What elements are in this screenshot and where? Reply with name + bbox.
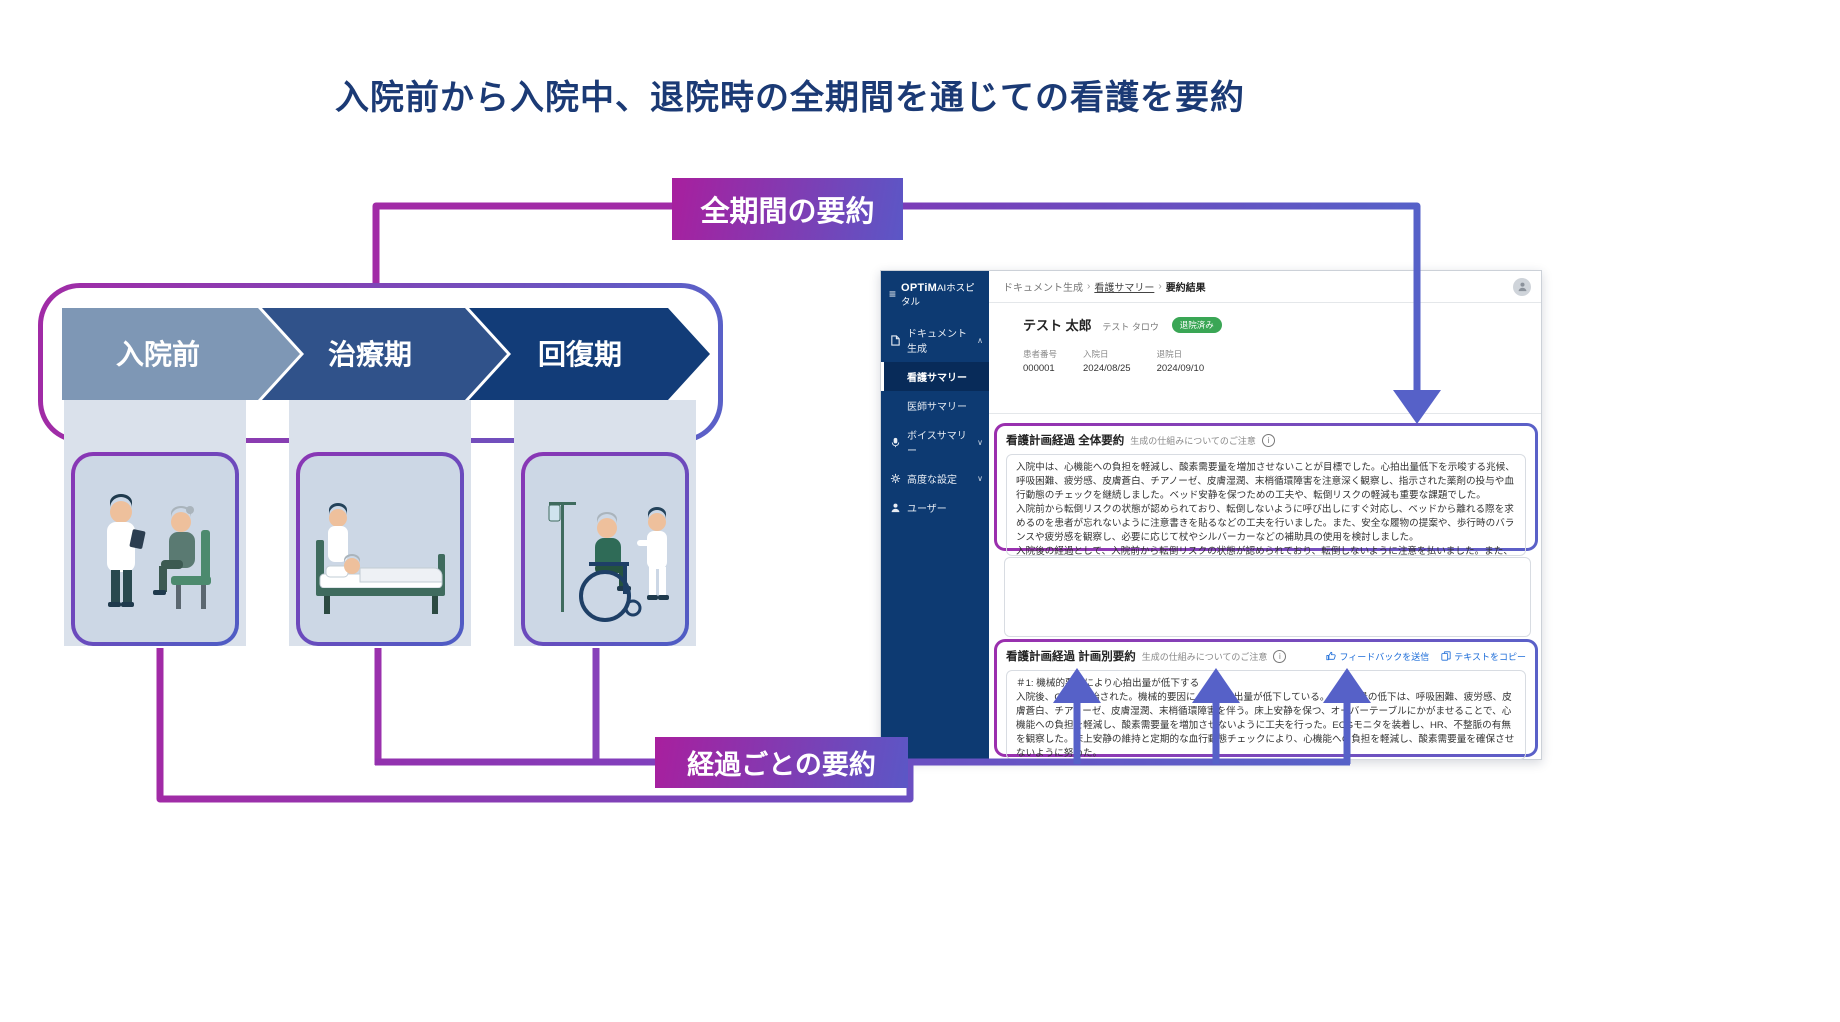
breadcrumb-nursing-summary[interactable]: 看護サマリー — [1094, 283, 1155, 294]
empty-summary-area — [1004, 557, 1531, 637]
user-icon — [891, 503, 900, 513]
phase-label-pre-admission: 入院前 — [116, 338, 200, 370]
discharged-status-badge: 退院済み — [1171, 317, 1222, 333]
patient-in-bed-illustration — [316, 503, 445, 614]
breadcrumb-document-generation: ドキュメント生成 — [1003, 283, 1083, 294]
app-logo: ≡ OPTiMAIホスピタル — [881, 271, 989, 318]
sidebar-item-advanced-settings[interactable]: 高度な設定 ∨ — [881, 464, 989, 493]
wheelchair-recovery-illustration — [548, 502, 669, 622]
thumbs-up-icon — [1326, 651, 1337, 661]
illustration-panel-recovery — [521, 452, 689, 646]
send-feedback-button[interactable]: フィードバックを送信 — [1326, 650, 1429, 663]
voice-icon — [891, 437, 900, 447]
button-label: フィードバックを送信 — [1339, 651, 1430, 662]
phase-chevrons: 入院前 治療期 回復期 — [62, 308, 710, 400]
avatar[interactable] — [1513, 277, 1531, 296]
sidebar-item-label: ボイスサマリー — [907, 431, 967, 457]
section-title: 看護計画経過 計画別要約 — [1006, 651, 1136, 663]
chevron-treatment — [262, 308, 507, 400]
per-phase-label: 経過ごとの要約 — [655, 737, 908, 788]
brand-name: OPTiM — [901, 282, 938, 294]
breadcrumb-bar: ドキュメント生成 › 看護サマリー › 要約結果 — [989, 271, 1541, 303]
top-left-connector — [372, 202, 672, 283]
sidebar: ≡ OPTiMAIホスピタル ドキュメント生成 ∧ 看護サマリー 医師サマリー … — [881, 271, 989, 759]
chevron-up-icon: ∧ — [977, 335, 983, 345]
sidebar-item-user[interactable]: ユーザー — [881, 493, 989, 522]
illustration-panel-treatment — [296, 452, 464, 646]
sidebar-item-label: ドキュメント生成 — [907, 329, 967, 355]
phase-label-recovery: 回復期 — [538, 338, 622, 370]
illustration-panel-pre-admission — [71, 452, 239, 646]
sidebar-item-label: 高度な設定 — [907, 475, 957, 486]
per-plan-summary-text: ＃1: 機械的要因により心拍出量が低下する 入院後、GISが開始された。機械的要… — [1006, 670, 1526, 760]
sidebar-item-doctor-summary[interactable]: 医師サマリー — [907, 402, 967, 413]
patient-header: テスト 太郎 テスト タロウ 退院済み 患者番号 000001 入院日 2024… — [1023, 315, 1222, 374]
phase-label-treatment: 治療期 — [328, 339, 412, 370]
divider — [989, 413, 1541, 414]
button-label: テキストをコピー — [1454, 651, 1526, 662]
chevron-down-icon: ∨ — [977, 474, 983, 483]
patient-number-field: 患者番号 000001 — [1023, 349, 1058, 374]
admission-date-field: 入院日 2024/08/25 — [1083, 349, 1131, 374]
breadcrumb-separator: › — [1158, 281, 1162, 292]
overall-summary-text: 入院中は、心機能への負担を軽減し、酸素需要量を増加させないことが目標でした。心拍… — [1006, 454, 1526, 556]
chevron-pre-admission — [62, 308, 300, 400]
breadcrumb-summary-result: 要約結果 — [1165, 283, 1206, 294]
copy-text-button[interactable]: テキストをコピー — [1441, 650, 1526, 663]
section-note: 生成の仕組みについてのご注意 — [1141, 651, 1268, 662]
info-icon[interactable]: i — [1261, 433, 1275, 447]
sidebar-item-label: ユーザー — [907, 504, 947, 515]
chevron-down-icon: ∨ — [977, 437, 983, 447]
document-icon — [891, 334, 900, 346]
sidebar-item-nursing-summary[interactable]: 看護サマリー — [881, 362, 989, 391]
app-screenshot: ≡ OPTiMAIホスピタル ドキュメント生成 ∧ 看護サマリー 医師サマリー … — [880, 270, 1542, 760]
sidebar-item-document-generation[interactable]: ドキュメント生成 ∧ — [881, 318, 989, 362]
per-plan-summary-section: 看護計画経過 計画別要約 生成の仕組みについてのご注意 i フィードバックを送信… — [994, 639, 1538, 760]
doctor-consultation-illustration — [107, 494, 211, 609]
discharge-date-field: 退院日 2024/09/10 — [1156, 349, 1205, 374]
patient-kana: テスト タロウ — [1102, 322, 1159, 332]
gear-icon — [890, 473, 901, 484]
hamburger-menu-icon[interactable]: ≡ — [889, 287, 897, 301]
info-icon[interactable]: i — [1273, 649, 1287, 663]
overall-period-label: 全期間の要約 — [672, 178, 903, 240]
overall-summary-section: 看護計画経過 全体要約 生成の仕組みについてのご注意 i 入院中は、心機能への負… — [994, 423, 1538, 556]
sidebar-item-voice-summary[interactable]: ボイスサマリー ∨ — [881, 420, 989, 464]
section-title: 看護計画経過 全体要約 — [1006, 435, 1125, 447]
copy-icon — [1441, 651, 1451, 661]
page-title: 入院前から入院中、退院時の全期間を通じての看護を要約 — [335, 79, 1245, 117]
patient-name: テスト 太郎 — [1023, 318, 1092, 333]
breadcrumb-separator: › — [1087, 281, 1091, 292]
user-icon — [1518, 282, 1526, 292]
chevron-recovery — [469, 308, 710, 400]
section-note: 生成の仕組みについてのご注意 — [1130, 435, 1256, 446]
